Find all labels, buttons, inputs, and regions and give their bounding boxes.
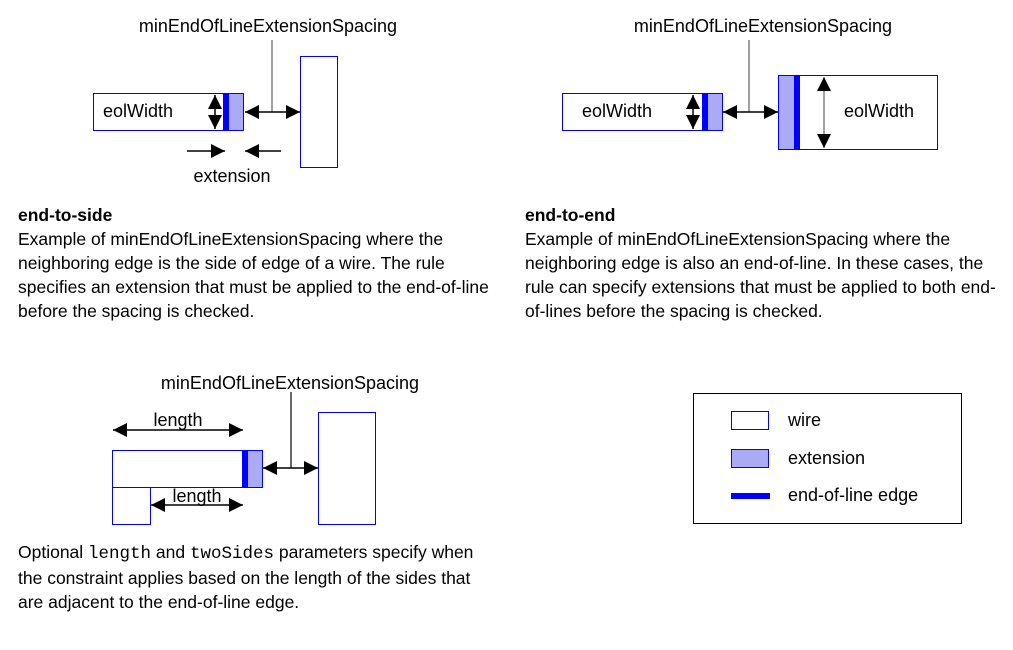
legend-label: extension (788, 448, 865, 468)
caption-text: Optional (18, 542, 89, 562)
legend-label: wire (787, 410, 821, 430)
caption-text: Example of minEndOfLineExtensionSpacing … (525, 229, 996, 321)
eol-edge (794, 76, 800, 149)
extension-label: extension (193, 166, 270, 186)
neighbor-wire (778, 75, 938, 150)
caption-text: parameters specify when the constraint a… (18, 542, 474, 612)
param-two-sides: twoSides (190, 544, 275, 564)
neighbor-wire (300, 56, 338, 168)
legend-label: end-of-line edge (788, 485, 918, 505)
extension (779, 76, 795, 149)
spacing-label: minEndOfLineExtensionSpacing (139, 16, 397, 36)
caption-text: Example of minEndOfLineExtensionSpacing … (18, 229, 489, 321)
param-length: length (88, 544, 152, 564)
caption-text: and (151, 542, 190, 562)
caption-title: end-to-side (18, 205, 113, 225)
eol-width-label: eolWidth (582, 101, 652, 121)
caption-title: end-to-end (525, 205, 616, 225)
end-to-end-caption: end-to-end Example of minEndOfLineExtens… (525, 203, 1000, 323)
end-to-side-caption: end-to-side Example of minEndOfLineExten… (18, 203, 498, 323)
length-caption: Optional length and twoSides parameters … (18, 540, 488, 614)
eol-width-label: eolWidth (844, 101, 914, 121)
neighbor-wire (318, 412, 376, 525)
spacing-label: minEndOfLineExtensionSpacing (634, 16, 892, 36)
spacing-label: minEndOfLineExtensionSpacing (161, 373, 419, 393)
extension (708, 94, 722, 130)
length-label-bottom: length (172, 486, 221, 506)
extension (248, 451, 262, 487)
side-wire (112, 487, 151, 525)
legend: wire extension end-of-line edge (693, 393, 962, 524)
eol-edge-line-icon (731, 493, 770, 499)
eol-edge (223, 94, 229, 130)
extension (229, 94, 243, 130)
extension-swatch-icon (731, 449, 769, 468)
eol-edge (242, 451, 248, 487)
end-to-side-diagram: minEndOfLineExtensionSpacing eolWidth ex… (93, 16, 397, 186)
length-diagram: minEndOfLineExtensionSpacing length leng… (112, 373, 419, 525)
wire-swatch-icon (731, 411, 769, 430)
length-label-top: length (153, 410, 202, 430)
end-to-end-diagram: minEndOfLineExtensionSpacing eolWidth eo… (562, 16, 938, 150)
wire (112, 450, 263, 488)
eol-edge (702, 94, 708, 130)
eol-width-label: eolWidth (103, 101, 173, 121)
